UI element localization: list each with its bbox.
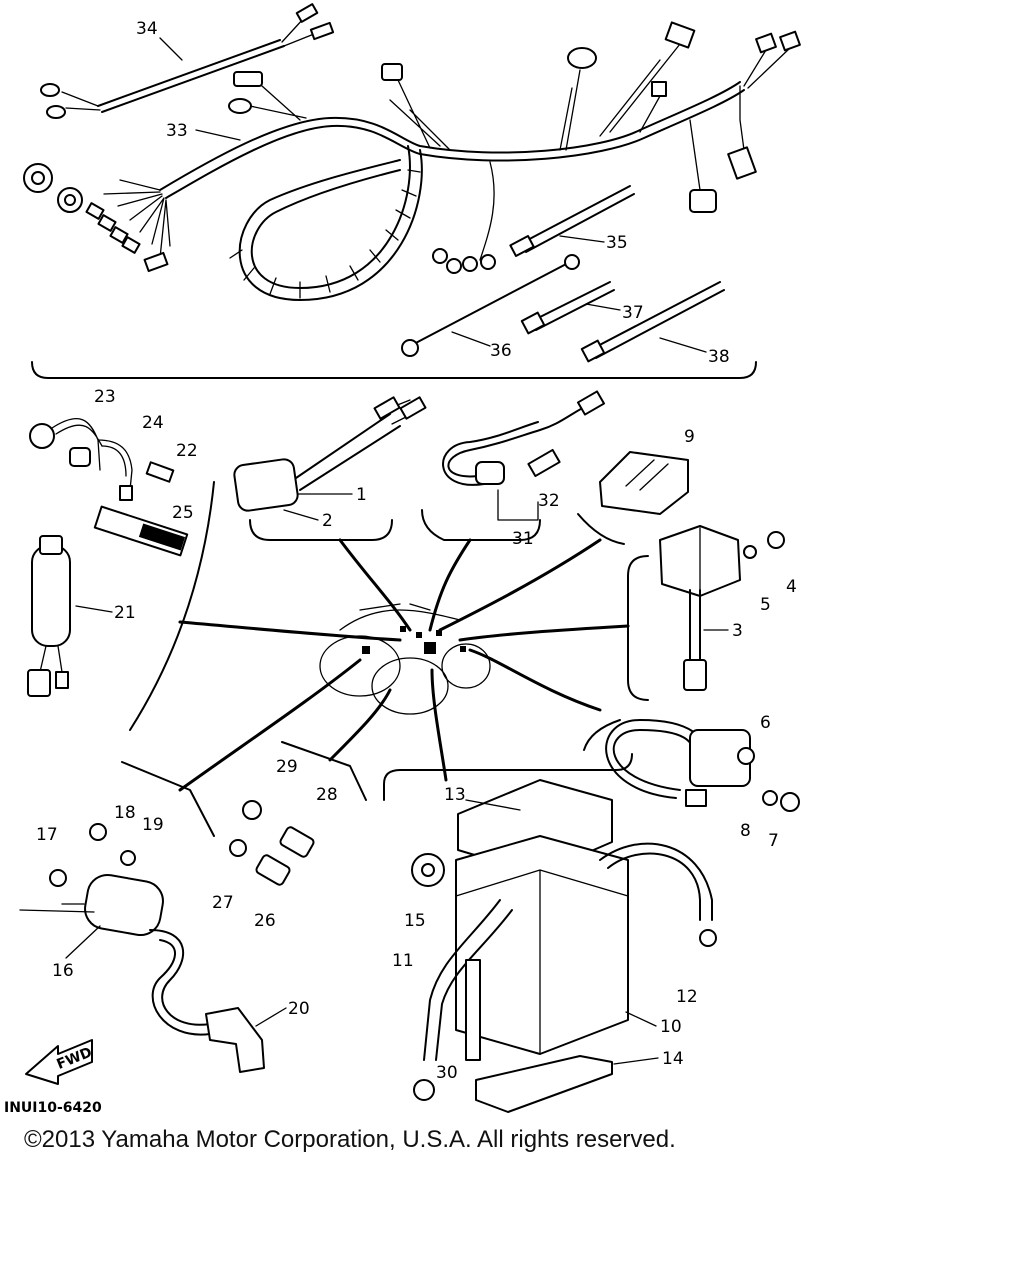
callout-34: 34 [136, 19, 158, 39]
callout-3: 3 [732, 621, 743, 641]
ignition-coil-16 [19, 823, 265, 1073]
callout-19: 19 [142, 815, 164, 835]
main-harness-33 [23, 21, 801, 301]
relay-parts-3-9 [599, 451, 785, 691]
harness-group [23, 3, 801, 379]
fwd-arrow-icon: FWD [25, 1039, 94, 1085]
callout-25: 25 [172, 503, 194, 523]
copyright-notice: ©2013 Yamaha Motor Corporation, U.S.A. A… [24, 1126, 676, 1153]
callout-13: 13 [444, 785, 466, 805]
callout-20: 20 [288, 999, 310, 1019]
callout-27: 27 [212, 893, 234, 913]
callout-29: 29 [276, 757, 298, 777]
callout-38: 38 [708, 347, 730, 367]
callout-9: 9 [684, 427, 695, 447]
callout-28: 28 [316, 785, 338, 805]
callout-32: 32 [538, 491, 560, 511]
callout-24: 24 [142, 413, 164, 433]
switch-parts-1-2 [233, 396, 427, 512]
callout-7: 7 [768, 831, 779, 851]
callout-18: 18 [114, 803, 136, 823]
drawing-code: INUI10-6420 [4, 1100, 102, 1116]
callout-26: 26 [254, 911, 276, 931]
starter-relay-6 [605, 719, 800, 812]
callout-21: 21 [114, 603, 136, 623]
callout-33: 33 [166, 121, 188, 141]
callout-2: 2 [322, 511, 333, 531]
callout-1: 1 [356, 485, 367, 505]
callout-6: 6 [760, 713, 771, 733]
components-group [19, 390, 800, 1113]
sub-lead-34 [40, 3, 335, 119]
callout-12: 12 [676, 987, 698, 1007]
callout-8: 8 [740, 821, 751, 841]
callout-5: 5 [760, 595, 771, 615]
callout-31: 31 [512, 529, 534, 549]
fuse-parts-31-32 [442, 390, 606, 486]
callout-16: 16 [52, 961, 74, 981]
callout-11: 11 [392, 951, 414, 971]
callout-23: 23 [94, 387, 116, 407]
switch-parts-21-25 [27, 418, 189, 697]
battery-10 [411, 779, 717, 1113]
clamps-35-38 [401, 185, 725, 363]
callout-35: 35 [606, 233, 628, 253]
callouts: 34 33 35 37 36 38 23 24 22 25 21 1 2 9 3… [36, 19, 797, 1083]
callout-37: 37 [622, 303, 644, 323]
callout-30: 30 [436, 1063, 458, 1083]
callout-22: 22 [176, 441, 198, 461]
callout-36: 36 [490, 341, 512, 361]
switch-parts-26-29 [229, 800, 315, 886]
callout-10: 10 [660, 1017, 682, 1037]
callout-15: 15 [404, 911, 426, 931]
callout-14: 14 [662, 1049, 684, 1069]
callout-4: 4 [786, 577, 797, 597]
callout-17: 17 [36, 825, 58, 845]
